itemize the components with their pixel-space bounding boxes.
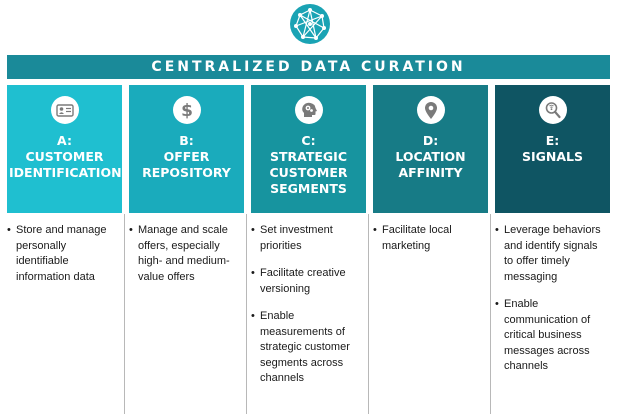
svg-text:$: $ <box>181 101 193 121</box>
signal-search-icon <box>539 96 567 124</box>
column-divider <box>490 214 491 414</box>
column-a: A: CUSTOMER IDENTIFICATION Store and man… <box>7 85 125 414</box>
bullet-item: Enable communication of critical busines… <box>495 297 609 375</box>
column-divider <box>246 214 247 414</box>
card-customer-identification: A: CUSTOMER IDENTIFICATION <box>7 85 122 213</box>
card-title-line: REPOSITORY <box>142 165 231 180</box>
columns: A: CUSTOMER IDENTIFICATION Store and man… <box>7 85 612 414</box>
card-title-line: B: <box>179 133 194 148</box>
card-title-line: SIGNALS <box>521 149 584 164</box>
bullet-list: Facilitate local marketing <box>373 223 487 266</box>
card-title-line: AFFINITY <box>398 165 463 180</box>
card-location-affinity: D: LOCATION AFFINITY <box>373 85 488 213</box>
card-title-line: A: <box>57 133 72 148</box>
column-e: E: SIGNALS Leverage behaviors and identi… <box>495 85 610 414</box>
card-title-line: CUSTOMER <box>269 165 348 180</box>
bullet-item: Store and manage personally identifiable… <box>7 223 121 285</box>
card-strategic-customer-segments: C: STRATEGIC CUSTOMER SEGMENTS <box>251 85 366 213</box>
id-card-icon <box>51 96 79 124</box>
column-c: C: STRATEGIC CUSTOMER SEGMENTS Set inves… <box>251 85 369 414</box>
card-title-line: LOCATION <box>395 149 466 164</box>
card-title-line: IDENTIFICATION <box>9 165 122 180</box>
bullet-list: Manage and scale offers, especially high… <box>129 223 243 297</box>
card-title-line: SEGMENTS <box>270 181 347 196</box>
bullet-item: Manage and scale offers, especially high… <box>129 223 243 285</box>
column-b: $ B: OFFER REPOSITORY Manage and scale o… <box>129 85 247 414</box>
bullet-item: Facilitate creative versioning <box>251 266 365 297</box>
dollar-icon: $ <box>173 96 201 124</box>
card-title-line: STRATEGIC <box>269 149 347 164</box>
bullet-item: Set investment priorities <box>251 223 365 254</box>
card-title-line: OFFER <box>163 149 210 164</box>
bullet-item: Leverage behaviors and identify signals … <box>495 223 609 285</box>
card-title-line: C: <box>301 133 316 148</box>
bullet-item: Enable measurements of strategic custome… <box>251 309 365 387</box>
column-divider <box>124 214 125 414</box>
bullet-list: Set investment priorities Facilitate cre… <box>251 223 365 399</box>
column-d: D: LOCATION AFFINITY Facilitate local ma… <box>373 85 491 414</box>
network-globe-icon <box>290 4 330 44</box>
head-gears-icon <box>295 96 323 124</box>
bullet-item: Facilitate local marketing <box>373 223 487 254</box>
bullet-list: Leverage behaviors and identify signals … <box>495 223 609 387</box>
card-title-line: D: <box>422 133 439 148</box>
card-title-line: CUSTOMER <box>25 149 104 164</box>
banner-title: CENTRALIZED DATA CURATION <box>7 55 610 79</box>
card-offer-repository: $ B: OFFER REPOSITORY <box>129 85 244 213</box>
card-title-line: E: <box>545 133 560 148</box>
location-pin-icon <box>417 96 445 124</box>
card-signals: E: SIGNALS <box>495 85 610 213</box>
column-divider <box>368 214 369 414</box>
bullet-list: Store and manage personally identifiable… <box>7 223 121 297</box>
